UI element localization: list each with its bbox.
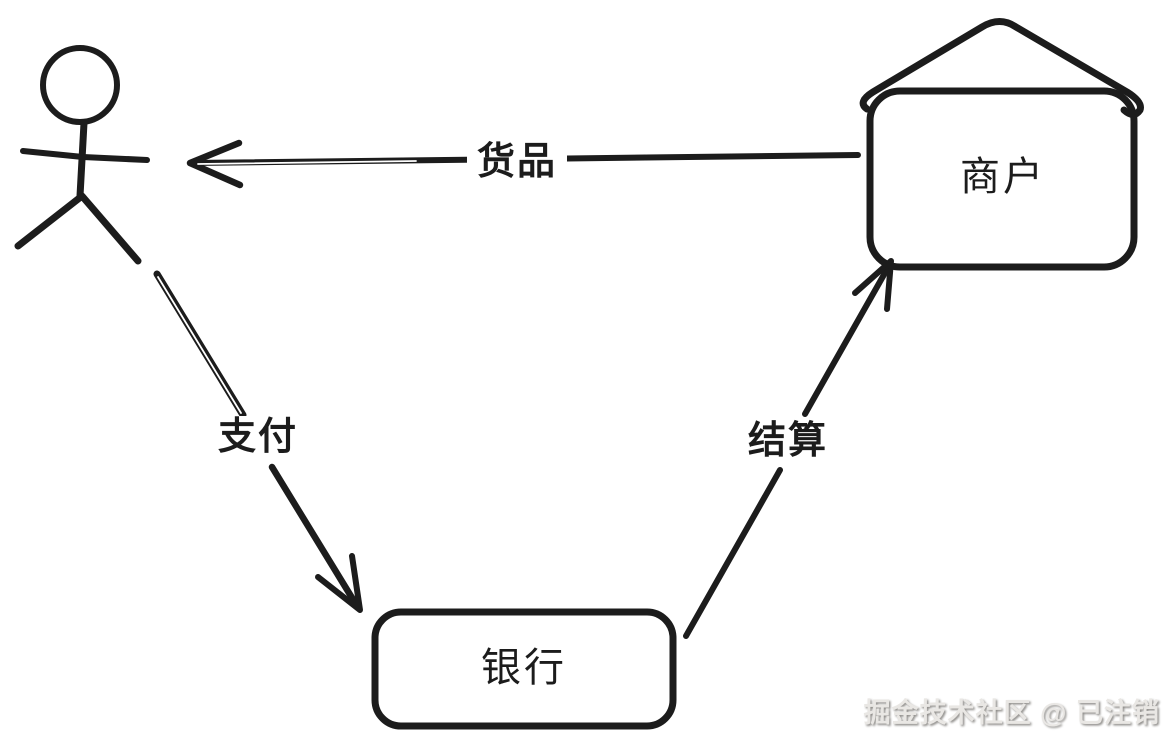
edge-label-payment: 支付 bbox=[207, 416, 309, 458]
bank-box bbox=[371, 608, 677, 730]
merchant-node-label: 商户 bbox=[954, 155, 1052, 199]
hand-drawn-slit-overlay bbox=[157, 160, 417, 414]
edge-label-settlement: 结算 bbox=[737, 420, 839, 462]
person-icon bbox=[14, 45, 150, 265]
house-icon bbox=[859, 18, 1144, 271]
settlement-arrow bbox=[683, 258, 894, 639]
edge-label-goods: 货品 bbox=[466, 141, 568, 183]
bank-node-label: 银行 bbox=[475, 646, 573, 690]
stroke-layer bbox=[14, 18, 1144, 730]
watermark-text: 掘金技术社区 @ 已注销 bbox=[863, 698, 1160, 728]
